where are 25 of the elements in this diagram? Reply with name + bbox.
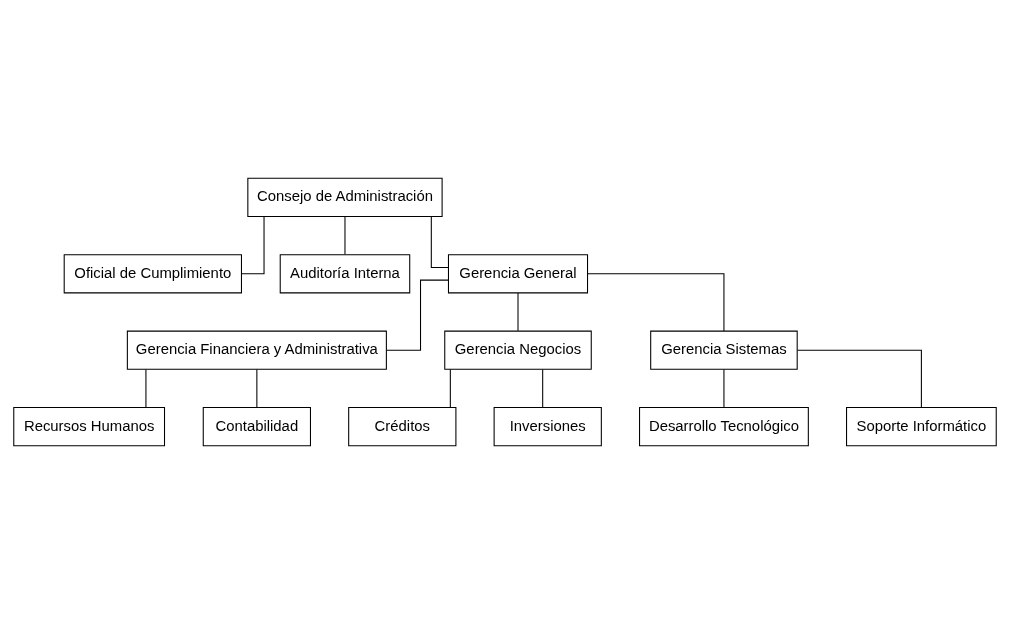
node-box: Gerencia General (447, 253, 588, 293)
node-box: Contabilidad (202, 406, 311, 446)
node-box: Oficial de Cumplimiento (63, 253, 242, 293)
connector (343, 215, 345, 255)
node-box: Créditos (347, 406, 456, 446)
node-box: Gerencia Negocios (443, 330, 592, 370)
connector (449, 368, 451, 408)
node-box: Auditoría Interna (279, 253, 410, 293)
node-box: Gerencia Financiera y Administrativa (126, 330, 387, 370)
connector (385, 279, 449, 351)
node-box: Consejo de Administración (246, 177, 443, 217)
connector (255, 368, 257, 408)
connector (240, 215, 265, 274)
connector (541, 368, 543, 408)
node-box: Recursos Humanos (12, 406, 165, 446)
connector (586, 272, 724, 331)
node-box: Desarrollo Tecnológico (638, 406, 809, 446)
connector (430, 215, 449, 268)
node-box: Soporte Informático (845, 406, 997, 446)
connector (144, 368, 146, 408)
connector (722, 368, 724, 408)
connector (796, 349, 922, 408)
node-box: Inversiones (493, 406, 602, 446)
connector (516, 292, 519, 331)
node-box: Gerencia Sistemas (649, 330, 798, 370)
